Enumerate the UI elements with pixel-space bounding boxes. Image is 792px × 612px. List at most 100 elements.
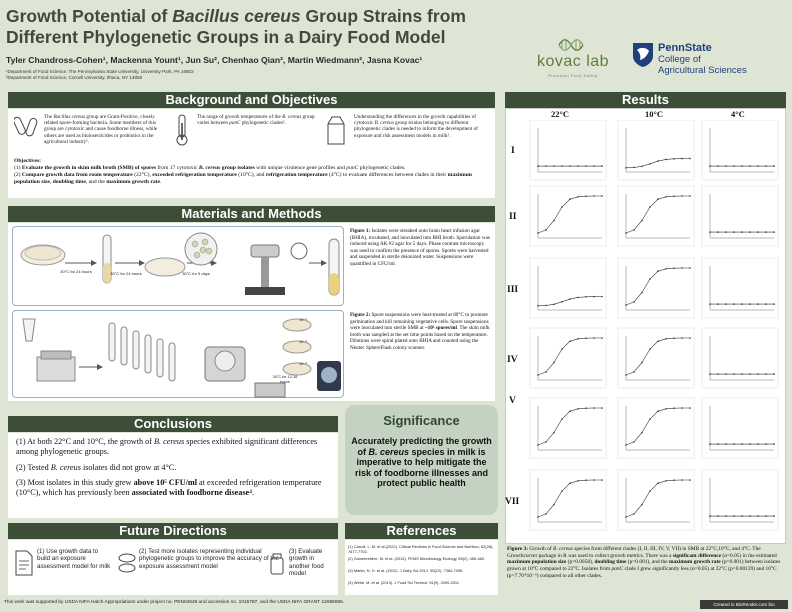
significance-box xyxy=(345,405,498,515)
title-part1: Growth Potential of xyxy=(6,6,173,26)
growth-curve xyxy=(625,195,690,234)
bg2-panc: panC xyxy=(229,120,241,127)
reference-2: (2) Guinebretière, M. et al. (2013). FEM… xyxy=(348,556,486,561)
pennstate-college-line1: College of xyxy=(658,54,701,65)
fig3-bold3: doubling time xyxy=(594,559,627,566)
fig3-b: species from different clades (I, II, II… xyxy=(507,546,761,559)
future-banner: Future Directions xyxy=(8,523,338,539)
fig3-bold1: significant difference xyxy=(672,552,722,559)
fig3-e: (p=0.001), and the xyxy=(626,559,669,566)
growth-curve xyxy=(537,195,602,234)
c2-b: isolates did not grow at 4°C. xyxy=(80,463,177,472)
fig3-a: Growth of xyxy=(528,546,554,552)
growth-point xyxy=(625,167,627,169)
step1-label: 30°C for 24 hours xyxy=(60,269,92,274)
o2-d: (10°C), and xyxy=(236,172,266,178)
growth-plot xyxy=(617,257,695,319)
o2-b1: Compare growth data from room temperatur… xyxy=(21,172,133,178)
pennstate-logo: PennState College of Agricultural Scienc… xyxy=(632,42,792,82)
c1-organism: B. cereus xyxy=(154,437,185,446)
signif-b: species in milk is imperative to help mi… xyxy=(354,446,489,489)
figure-3-label: Figure 3: xyxy=(507,546,529,552)
background-text-2: The range of growth temperatures of the … xyxy=(197,114,320,126)
results-banner: Results xyxy=(505,92,786,108)
growth-plot xyxy=(701,397,779,459)
growth-plot xyxy=(701,327,779,389)
figure-1-label: Figure 1: xyxy=(350,228,371,234)
growth-plot xyxy=(617,397,695,459)
thermometer-icon xyxy=(176,114,188,146)
growth-plot xyxy=(529,397,607,459)
step3-label: 30°C for 5 days xyxy=(182,271,210,276)
pennstate-college: College of Agricultural Sciences xyxy=(658,54,747,76)
significance-heading: Significance xyxy=(383,413,460,428)
title-part2: Group Strains from Different Phylogeneti… xyxy=(6,6,466,47)
poster-title: Growth Potential of Bacillus cereus Grou… xyxy=(6,6,506,48)
o2-h: . xyxy=(159,179,162,185)
dilution-2: 10⁻² xyxy=(299,339,307,344)
growth-plot xyxy=(617,469,695,531)
kovac-lab-logo: kovac lab Precision Food Safety xyxy=(528,38,618,82)
document-icon xyxy=(15,550,33,576)
growth-plot xyxy=(617,185,695,247)
bg2-c: phylogenetic clades². xyxy=(240,120,286,127)
clade-label-III: III xyxy=(507,285,519,295)
figure-1-illustration: 30°C for 24 hours 30°C for 24 hours 30°C… xyxy=(12,226,344,306)
fig3-panc: panC xyxy=(611,566,624,573)
fig3-organism: B. cereus xyxy=(553,546,573,552)
c3-a: (3) Most isolates in this study grew xyxy=(16,478,134,487)
dna-icon xyxy=(558,39,584,51)
affiliation-2: ²Department of Food Science, Cornell Uni… xyxy=(6,75,143,80)
dilution-1: 10⁻¹ xyxy=(299,317,307,322)
growth-curve xyxy=(625,337,690,376)
growth-assay-workflow-diagram xyxy=(22,318,341,398)
objectives-heading: Objectives: xyxy=(14,158,42,164)
o2-b4: maximum population size xyxy=(14,172,472,185)
future-direction-3: (3) Evaluate growth in another food mode… xyxy=(289,548,324,578)
references-banner: References xyxy=(345,523,498,539)
affiliations: ¹Department of Food Science, The Pennsyl… xyxy=(6,69,194,81)
bg3-organism: B. cereus xyxy=(374,120,394,127)
signif-organism: B. cereus xyxy=(368,446,409,457)
fig3-bold4: maximum growth rate xyxy=(668,559,721,566)
background-panel xyxy=(8,109,495,198)
growth-plot xyxy=(529,257,607,319)
biorender-credit: Created in BioRender.com bio xyxy=(700,600,788,609)
growth-curve xyxy=(625,479,690,518)
o2-b2: exceeded refrigeration temperature xyxy=(152,172,237,178)
o2-b5: doubling time xyxy=(52,179,86,185)
figure-1-caption: Figure 1: Isolates were streaked onto br… xyxy=(350,228,492,268)
temp-head-22: 22°C xyxy=(551,109,570,119)
signif-a: Accurately predicting the growth of xyxy=(351,436,492,457)
milk-carton-icon xyxy=(327,116,345,145)
affiliation-1: ¹Department of Food Science, The Pennsyl… xyxy=(6,69,194,74)
o2-c: (22°C), xyxy=(132,172,153,178)
reference-3: (3) Martin, N. H. et al. (2012). J Dairy… xyxy=(348,568,464,573)
bacteria-icon xyxy=(14,116,38,137)
pennstate-shield-icon xyxy=(633,43,653,67)
bg2-organism: B. cereus xyxy=(282,114,302,120)
growth-plot xyxy=(701,120,779,181)
conclusion-2: (2) Tested B. cereus isolates did not gr… xyxy=(16,463,334,473)
pennstate-college-line2: Agricultural Sciences xyxy=(658,64,747,76)
clade-label-I: I xyxy=(511,146,515,156)
fig3-bold2: maximum population size xyxy=(507,559,567,566)
o1-d: with unique virulence gene profiles and xyxy=(254,165,347,171)
future-direction-1: (1) Use growth data to build an exposure… xyxy=(37,548,111,570)
references-panel xyxy=(345,540,498,595)
growth-curve xyxy=(537,296,603,307)
authors: Tyler Chandross-Cohen¹, Mackenna Yount¹,… xyxy=(6,55,423,65)
sporulation-workflow-diagram xyxy=(20,232,340,296)
figure-2-illustration: 10⁻¹ 10⁻² 10⁻³ 30°C for 12-16 hours xyxy=(12,310,344,398)
kovac-lab-tagline: Precision Food Safety xyxy=(548,73,598,78)
clade-label-VII: VII xyxy=(505,497,520,507)
background-banner: Background and Objectives xyxy=(8,92,495,108)
o2-b3: refrigeration temperature xyxy=(265,172,328,178)
bg1-organism: Bacillus cereus xyxy=(53,114,86,120)
conclusions-panel xyxy=(8,433,338,518)
growth-plot xyxy=(529,327,607,389)
o1-b1: Evaluate the growth in skim milk broth (… xyxy=(21,165,157,171)
c2-a: (2) Tested xyxy=(16,463,51,472)
o1-a: (1) xyxy=(14,165,22,171)
conclusion-3: (3) Most isolates in this study grew abo… xyxy=(16,478,334,498)
